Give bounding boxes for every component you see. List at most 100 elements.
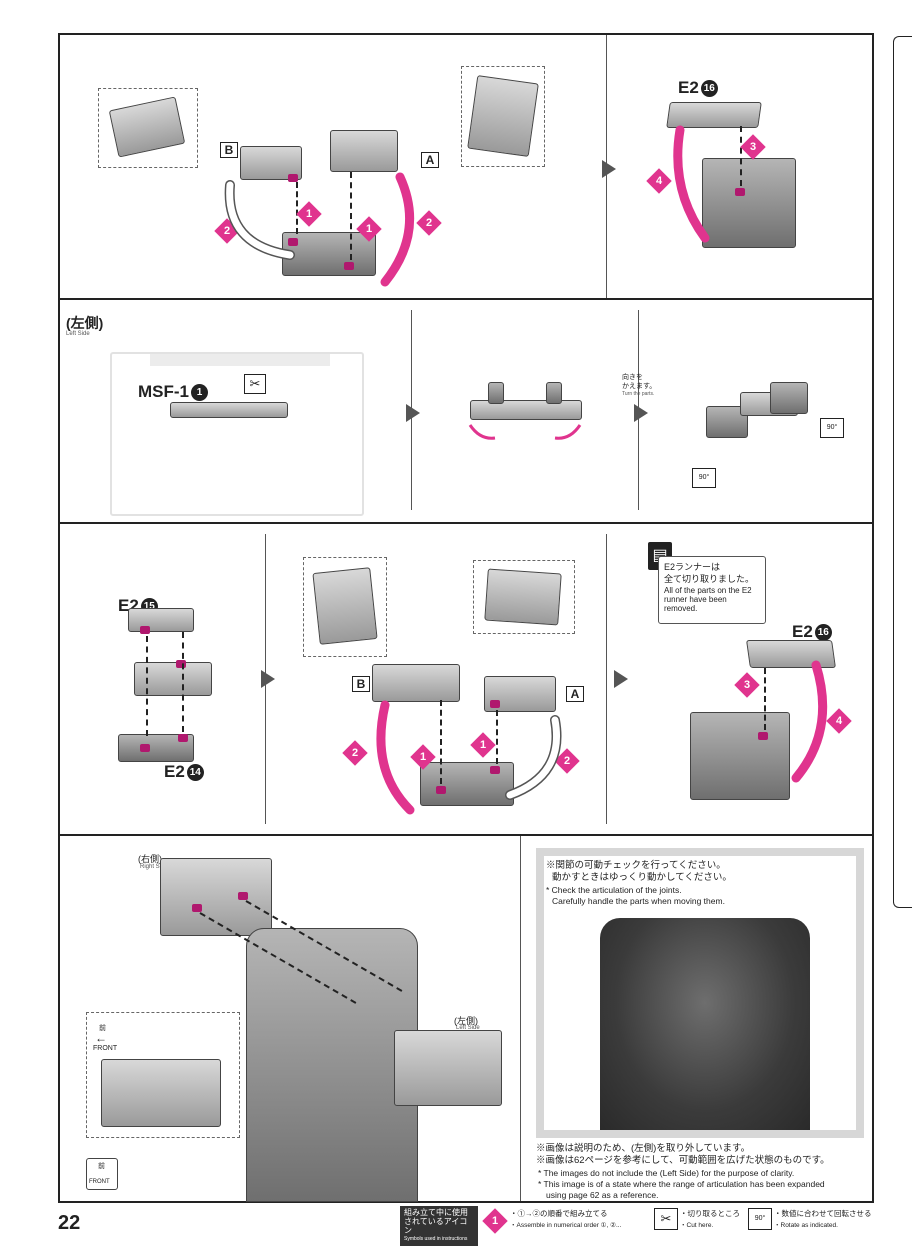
rotated-block-right [770,382,808,414]
turn-note-en: Turn the parts. [622,391,655,397]
photo-frame: ※関節の可動チェックを行ってください。 動かすときはゆっくり動かしてください。 … [536,848,864,1138]
icons-legend-jp-2: されているアイコン [404,1217,468,1235]
icons-legend-en: Symbols used in instructions [404,1236,468,1242]
note-box [658,556,766,624]
label-b: B [352,676,370,692]
turn-note-jp-2: かえます。 [622,383,657,390]
rotation-arrow-white [505,715,562,800]
note-bottom-en-2: * This image is of a state where the ran… [538,1179,825,1189]
model-photo [600,918,810,1130]
note-jp-1: E2ランナーは [664,562,721,572]
note-jp-2: 全て切り取りました。 [664,574,755,584]
row-divider-3 [58,834,874,836]
front-view-model [101,1059,221,1127]
peg [178,734,188,742]
note-en: All of the parts on the E2 runner have b… [664,586,752,613]
part-b [372,664,460,702]
peg [490,700,500,708]
order-legend-en: ・Assemble in numerical order ①, ②... [510,1222,622,1229]
front-orientation-icon: 前 FRONT [86,1158,118,1190]
note-top-jp-2: 動かすときはゆっくり動かしてください。 [552,872,732,883]
detail-inset-left [98,88,198,168]
rotation-arrow-pink [380,172,415,287]
part-plate [312,567,378,645]
peg [192,904,202,912]
step-marker-3: 3 [734,672,760,698]
rotate-legend-jp: ・数値に合わせて回転させる [774,1209,872,1218]
peg [238,892,248,900]
assembly-guide [296,182,298,234]
rotation-arrow-pink [468,424,582,440]
msf-1-assembled [470,400,582,420]
step-marker-1: 1 [470,732,496,758]
part-plate [467,75,539,157]
rotate-legend-icon: 90° [748,1208,772,1230]
part-plate [484,568,562,626]
front-orientation-jp: 前 [98,1163,105,1170]
label-a: A [566,686,584,702]
row-divider-2 [58,522,874,524]
front-view-inset: 前 ← FRONT [86,1012,240,1138]
front-arrow-icon: ← [95,1031,107,1045]
peg [758,732,768,740]
next-step-arrow [261,670,275,688]
order-legend-icon: 1 [482,1208,508,1234]
row-divider-1 [58,298,874,300]
peg [436,786,446,794]
msf-1-part [170,402,288,418]
torso-body [246,928,418,1202]
instruction-frame [58,33,874,1203]
next-step-arrow [602,160,616,178]
detail-inset-left [303,557,387,657]
peg [140,744,150,752]
part-plate [108,96,186,158]
col-divider-r4 [520,836,521,1201]
hook-left [488,382,504,404]
assembly-guide [182,632,184,732]
note-bottom-en-3: using page 62 as a reference. [546,1190,659,1200]
runner-frame [110,352,364,516]
assembly-guide [440,700,442,784]
order-legend-jp: ・①→②の順番で組み立てる [510,1209,608,1218]
assembly-guide [496,710,498,764]
adjacent-page-edge [893,36,912,908]
peg [490,766,500,774]
icons-legend-jp-1: 組み立て中に使用 [404,1208,468,1217]
right-side-label-en: Right Side [140,864,168,870]
cut-legend-icon: ✂ [654,1208,678,1230]
section-title: (左側) [66,315,104,331]
rotation-arrow-pink [673,125,710,243]
page-number: 22 [58,1212,81,1234]
col-divider-r3b [606,534,607,824]
assembly-guide [764,668,766,730]
rotate-legend-en: ・Rotate as indicated. [774,1222,838,1229]
front-arrow-en: FRONT [93,1045,118,1052]
assembly-guide [350,172,352,260]
assembly-guide [146,636,148,736]
part-a [330,130,398,172]
rotate-icon: 90° [820,418,844,438]
label-b: B [220,142,238,158]
turn-note-jp-1: 向きを [622,374,643,381]
left-side-assembly [394,1030,502,1106]
note-top-en-2: Carefully handle the parts when moving t… [552,896,725,906]
peg [288,174,298,182]
rotation-arrow-pink [791,660,828,783]
rotate-icon: 90° [692,468,716,488]
label-a: A [421,152,439,168]
step-marker-2: 2 [342,740,368,766]
peg [288,238,298,246]
note-bottom-jp-2: ※画像は62ページを参考にして、可動範囲を広げた状態のものです。 [536,1155,830,1166]
section-subtitle: Left Side [66,331,90,337]
next-step-arrow [614,670,628,688]
hook-right [546,382,562,404]
next-step-arrow [634,404,648,422]
next-step-arrow [406,404,420,422]
left-side-label-jp: (左側) [454,1016,478,1026]
assembly-guide [740,126,742,186]
peg [735,188,745,196]
